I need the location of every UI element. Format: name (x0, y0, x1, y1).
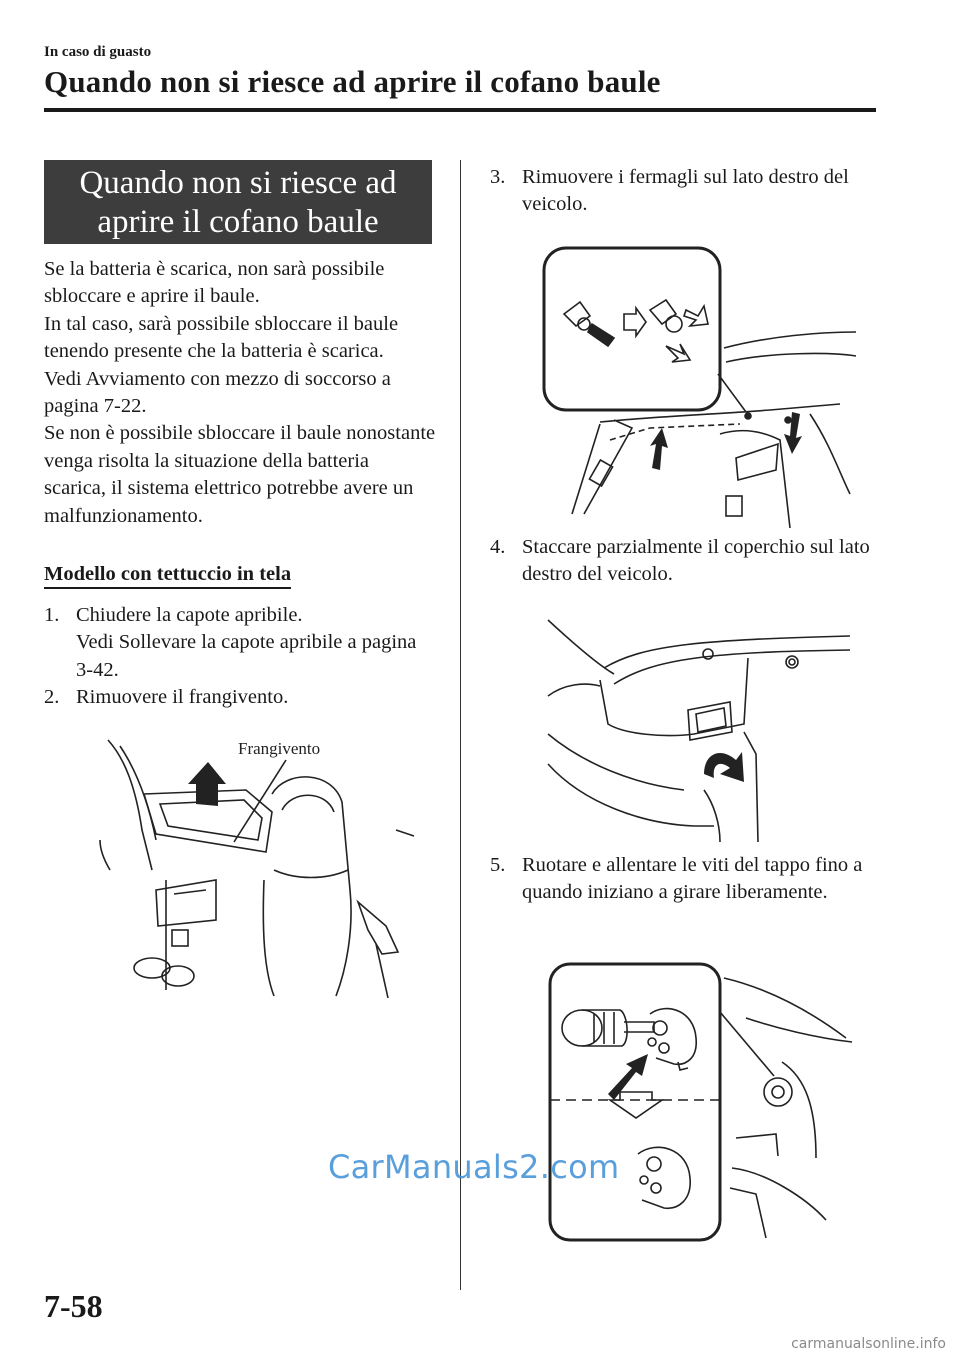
section-label: In caso di guasto (44, 44, 152, 60)
step-2: 2. Rimuovere il frangivento. (44, 684, 436, 711)
step-3: 3. Rimuovere i fermagli sul lato destro … (490, 164, 870, 219)
title-line-2: aprire il cofano baule (97, 204, 379, 240)
heading-rule (44, 108, 876, 112)
step-number: 2. (44, 686, 60, 708)
intro-line-4: Se non è possibile sbloccare il baule no… (44, 422, 436, 527)
column-divider (460, 160, 461, 1290)
step-4: 4. Staccare parzialmente il coperchio su… (490, 534, 870, 589)
windbreak-label: Frangivento (238, 739, 320, 758)
step-number: 4. (490, 536, 506, 558)
step-text: Rimuovere il frangivento. (76, 686, 289, 708)
model-subheading: Modello con tettuccio in tela (44, 562, 292, 589)
step-reference: Vedi Sollevare la capote apribile a pagi… (76, 631, 417, 681)
step-number: 5. (490, 854, 506, 876)
windbreak-figure: Frangivento (96, 730, 416, 1000)
intro-line-2: In tal caso, sarà possibile sbloccare il… (44, 312, 399, 363)
cover-figure (544, 614, 854, 844)
intro-text: Se la batteria è scarica, non sarà possi… (44, 256, 436, 530)
step-1: 1. Chiudere la capote apribile. Vedi Sol… (44, 602, 436, 684)
step-text: Ruotare e allentare le viti del tappo fi… (522, 854, 863, 904)
step-text: Staccare parzialmente il coperchio sul l… (522, 536, 870, 586)
step-number: 3. (490, 166, 506, 188)
intro-line-1: Se la batteria è scarica, non sarà possi… (44, 258, 385, 308)
page-heading: Quando non si riesce ad aprire il cofano… (44, 64, 661, 99)
section-title-box: Quando non si riesce ad aprire il cofano… (44, 160, 432, 244)
cap-screws-figure (546, 958, 860, 1244)
step-text: Rimuovere i fermagli sul lato destro del… (522, 166, 849, 216)
footer-watermark: carmanualsonline.info (791, 1336, 946, 1352)
watermark-text: CarManuals2.com (328, 1148, 620, 1186)
title-line-1: Quando non si riesce ad (79, 165, 397, 201)
intro-line-3: Vedi Avviamento con mezzo di soccorso a … (44, 367, 391, 418)
step-number: 1. (44, 604, 60, 626)
clips-figure (540, 244, 860, 528)
step-text: Chiudere la capote apribile. (76, 604, 303, 626)
page-number: 7-58 (44, 1288, 103, 1324)
step-5: 5. Ruotare e allentare le viti del tappo… (490, 852, 870, 907)
